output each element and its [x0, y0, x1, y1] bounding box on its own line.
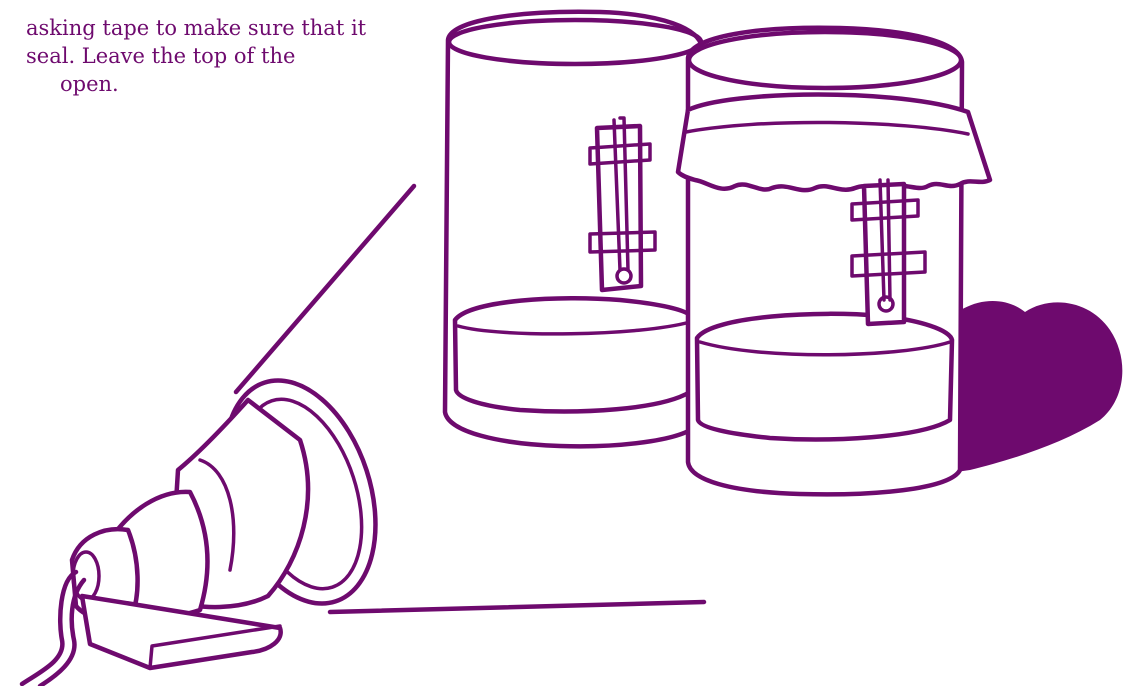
lamp-cord — [22, 572, 76, 684]
left-jar — [445, 12, 702, 447]
jar-shadow — [935, 301, 1122, 475]
lamp-icon — [22, 361, 402, 686]
right-jar — [678, 28, 990, 495]
light-beam-lower — [330, 602, 704, 612]
light-beam-upper — [236, 186, 414, 392]
cloth-cover-icon — [678, 95, 990, 191]
